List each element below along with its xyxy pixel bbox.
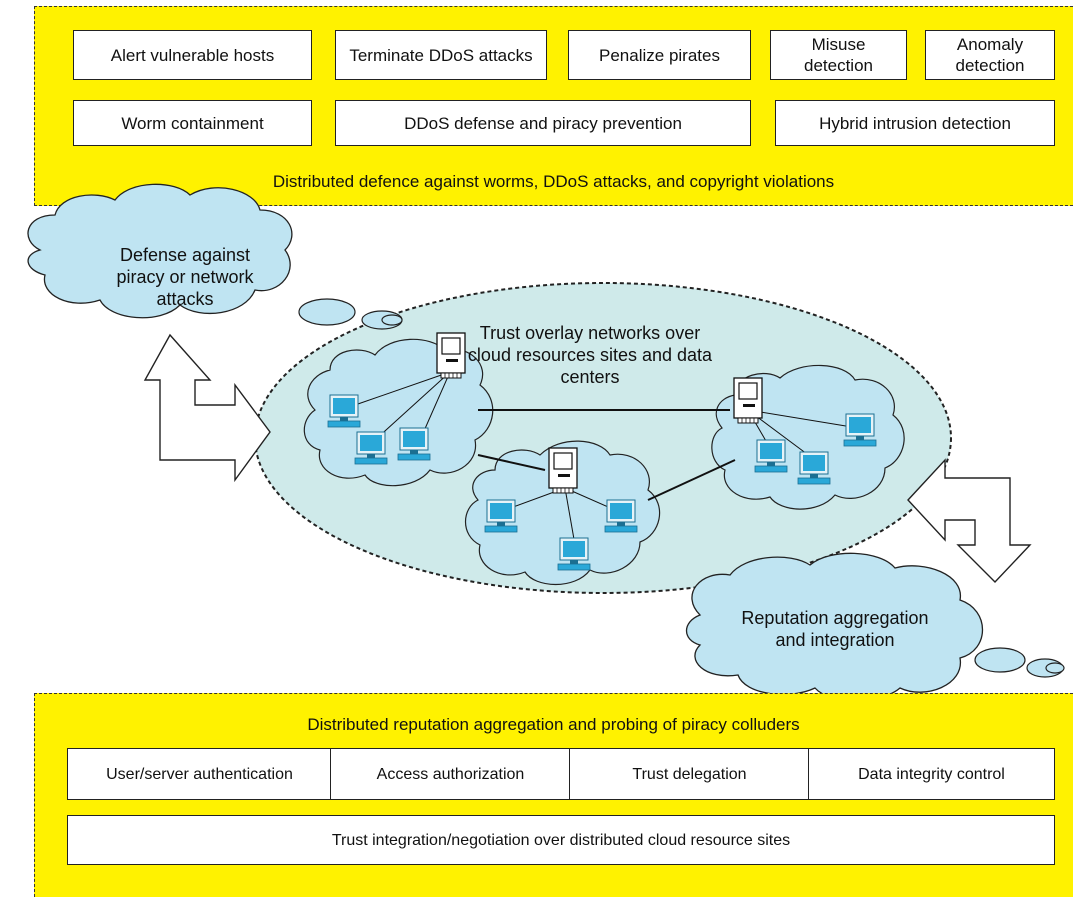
alert-vulnerable-hosts-box: Alert vulnerable hosts (73, 30, 312, 80)
trust-integration-box: Trust integration/negotiation over distr… (67, 815, 1055, 865)
computer-icon (484, 499, 518, 533)
server-icon (733, 377, 763, 424)
penalize-pirates-box: Penalize pirates (568, 30, 751, 80)
server-icon (436, 332, 466, 379)
computer-icon (327, 394, 361, 428)
access-authorization-box: Access authorization (330, 748, 571, 800)
anomaly-detection-box: Anomaly detection (925, 30, 1055, 80)
computer-icon (604, 499, 638, 533)
terminate-ddos-box: Terminate DDoS attacks (335, 30, 547, 80)
computer-icon (397, 427, 431, 461)
misuse-detection-box: Misuse detection (770, 30, 907, 80)
computer-icon (797, 451, 831, 485)
bottom-panel-caption: Distributed reputation aggregation and p… (307, 715, 800, 734)
reputation-cloud (685, 552, 1065, 702)
computer-icon (843, 413, 877, 447)
ddos-defense-piracy-box: DDoS defense and piracy prevention (335, 100, 751, 146)
trust-overlay-label: Trust overlay networks over cloud resour… (467, 323, 713, 387)
worm-containment-box: Worm containment (73, 100, 312, 146)
trust-delegation-box: Trust delegation (569, 748, 810, 800)
server-icon (548, 447, 578, 494)
top-panel-caption: Distributed defence against worms, DDoS … (272, 172, 835, 191)
defense-cloud-label: Defense against piracy or network attack… (116, 245, 254, 309)
reputation-cloud-label: Reputation aggregation and integration (741, 608, 929, 650)
defense-cloud (27, 183, 403, 330)
computer-icon (754, 439, 788, 473)
right-bidirectional-arrow (907, 458, 1032, 584)
hybrid-intrusion-detection-box: Hybrid intrusion detection (775, 100, 1055, 146)
user-server-authentication-box: User/server authentication (67, 748, 332, 800)
left-bidirectional-arrow (143, 333, 271, 483)
data-integrity-control-box: Data integrity control (808, 748, 1055, 800)
computer-icon (354, 431, 388, 465)
computer-icon (557, 537, 591, 571)
inner-cloud-center (465, 440, 661, 586)
